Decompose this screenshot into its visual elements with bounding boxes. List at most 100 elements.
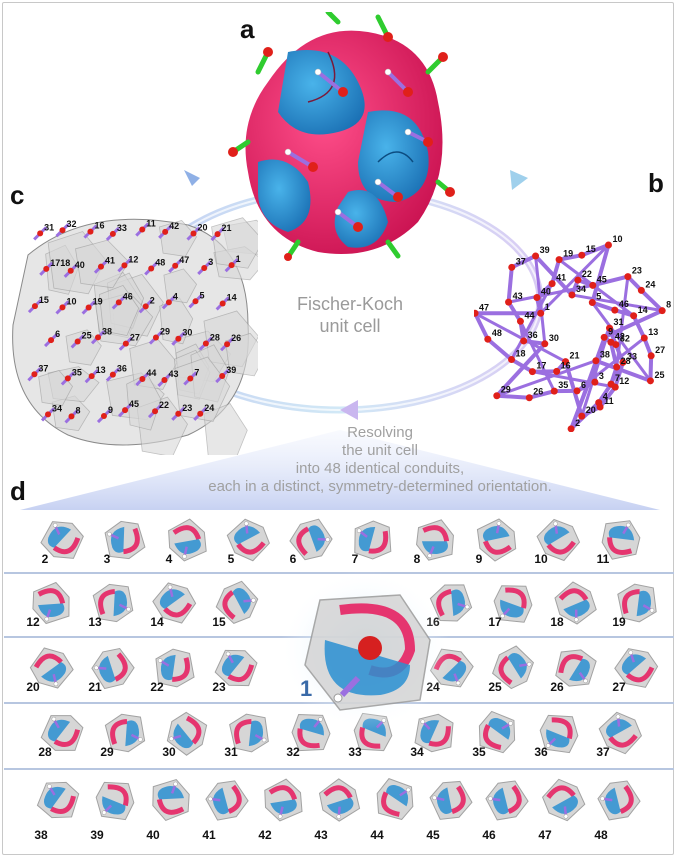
panel-b-letter: b xyxy=(648,168,664,198)
network-bond xyxy=(509,253,538,270)
network-bond xyxy=(596,382,614,405)
network-bond xyxy=(533,253,574,297)
conduit-46 xyxy=(485,780,529,821)
network-bond xyxy=(485,337,514,362)
network-node xyxy=(619,358,627,366)
conduit-node-label: 10 xyxy=(66,296,76,306)
network-node-label: 23 xyxy=(632,266,642,276)
conduit-label: 14 xyxy=(150,615,164,629)
conduit-label: 23 xyxy=(212,680,226,694)
conduit-node xyxy=(87,228,94,235)
conduit-cell xyxy=(174,356,231,422)
network-node-label: 4 xyxy=(603,392,608,402)
conduit-9 xyxy=(476,518,517,562)
resolve-line4: each in a distinct, symmetry-determined … xyxy=(208,478,552,495)
network-bond xyxy=(639,288,665,313)
conduit-label: 8 xyxy=(413,552,421,566)
conduit-15 xyxy=(215,580,259,624)
conduit-node xyxy=(187,375,194,382)
conduit-35 xyxy=(478,710,516,754)
conduit-node xyxy=(31,371,38,378)
conduit-node xyxy=(165,299,172,306)
conduit-node xyxy=(139,226,146,233)
network-node-label: 22 xyxy=(582,269,592,279)
conduit-node-label: 42 xyxy=(169,221,179,231)
conduit-label: 22 xyxy=(150,680,164,694)
conduit-node xyxy=(197,410,204,417)
conduit-node xyxy=(43,265,50,272)
conduit-label: 32 xyxy=(286,745,300,759)
conduit-label: 41 xyxy=(202,828,216,842)
conduit-node-label: 28 xyxy=(210,333,220,343)
network-node-label: 36 xyxy=(528,330,538,340)
arrow-head-bottom xyxy=(340,400,358,420)
network-node-label: 32 xyxy=(620,334,630,344)
conduit-label: 42 xyxy=(258,828,272,842)
arrow-head-upper-left xyxy=(184,170,200,186)
network-node xyxy=(537,309,545,317)
featured-conduit-label: 1 xyxy=(300,676,313,701)
network-node-label: 47 xyxy=(479,302,489,312)
conduit-cell xyxy=(163,268,198,304)
network-node xyxy=(573,387,581,395)
conduit-label: 20 xyxy=(26,680,40,694)
network-node-label: 3 xyxy=(599,371,604,381)
conduit-node-label: 14 xyxy=(227,292,237,302)
conduit-label: 27 xyxy=(612,680,626,694)
network-node xyxy=(568,291,576,299)
network-bond xyxy=(557,253,584,262)
network-node-label: 25 xyxy=(654,370,664,380)
network-node-label: 31 xyxy=(614,317,624,327)
network-bond xyxy=(534,255,547,344)
network-node xyxy=(647,352,655,360)
network-bond xyxy=(593,358,653,383)
network-node-label: 19 xyxy=(563,249,573,259)
conduit-node-label: 22 xyxy=(159,400,169,410)
conduit-label: 35 xyxy=(472,745,486,759)
network-node xyxy=(600,333,608,341)
conduit-node-label: 6 xyxy=(55,329,60,339)
arrow-head-upper-right xyxy=(510,170,528,190)
conduit-node xyxy=(214,231,221,238)
conduit-label: 5 xyxy=(227,552,235,566)
conduit-44 xyxy=(376,778,414,821)
conduit-node-label: 4 xyxy=(173,291,178,301)
network-node-label: 5 xyxy=(596,292,601,302)
conduit-node xyxy=(162,228,169,235)
network-node-label: 11 xyxy=(604,396,614,406)
conduit-node xyxy=(142,303,149,310)
conduit-label: 30 xyxy=(162,745,176,759)
conduit-node-label: 36 xyxy=(117,364,127,374)
network-node-label: 13 xyxy=(648,327,658,337)
conduit-8 xyxy=(416,519,454,561)
network-bond xyxy=(615,276,630,368)
conduit-20 xyxy=(29,647,74,689)
network-bond xyxy=(527,389,557,400)
network-bond xyxy=(590,274,630,288)
conduit-node xyxy=(45,411,52,418)
network-node xyxy=(630,312,638,320)
conduit-node-label: 27 xyxy=(130,333,140,343)
conduit-node-label: 7 xyxy=(194,367,199,377)
conduit-37 xyxy=(598,711,643,755)
network-node-label: 15 xyxy=(586,244,596,254)
conduit-27 xyxy=(614,648,659,688)
conduit-node xyxy=(122,340,129,347)
network-node-label: 42 xyxy=(615,331,625,341)
network-node-label: 7 xyxy=(615,373,620,383)
conduit-node-label: 1718 xyxy=(50,258,70,268)
network-bond xyxy=(494,341,547,398)
conduit-node-label: 9 xyxy=(108,405,113,415)
conduit-node xyxy=(94,334,101,341)
panel-a-letter: a xyxy=(240,14,255,44)
conduit-14 xyxy=(152,582,197,624)
conduit-cell xyxy=(38,369,73,406)
conduit-node-label: 19 xyxy=(93,297,103,307)
network-bond xyxy=(519,320,556,392)
conduit-label: 25 xyxy=(488,680,502,694)
conduit-label: 7 xyxy=(351,552,359,566)
conduit-node-label: 45 xyxy=(129,399,139,409)
conduit-node-label: 41 xyxy=(105,256,115,266)
network-node xyxy=(484,335,492,343)
